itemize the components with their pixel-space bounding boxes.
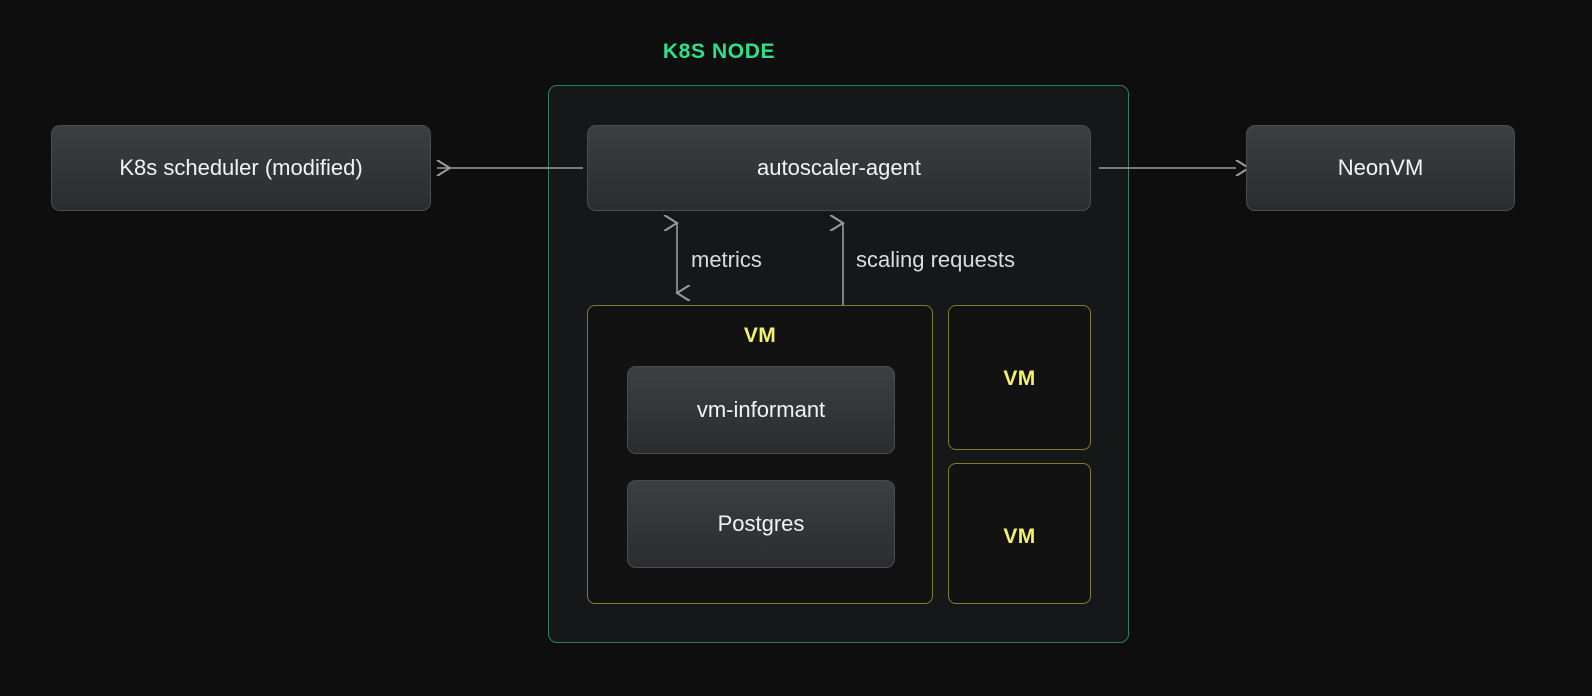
neonvm-label: NeonVM — [1337, 155, 1424, 180]
autoscaler-agent-label: autoscaler-agent — [757, 155, 921, 180]
vm-informant-box[interactable]: vm-informant — [627, 366, 895, 454]
vm-third-label: VM — [1003, 525, 1036, 548]
vm-second-label: VM — [1003, 367, 1036, 390]
k8s-scheduler-box[interactable]: K8s scheduler (modified) — [51, 125, 431, 211]
metrics-arrow-label: metrics — [691, 247, 762, 272]
vm-informant-label: vm-informant — [696, 397, 826, 422]
vm-box-second[interactable] — [948, 305, 1091, 450]
postgres-box[interactable]: Postgres — [627, 480, 895, 568]
scaling-requests-arrow-label: scaling requests — [856, 247, 1015, 272]
vm-main-label: VM — [743, 324, 777, 347]
node-title-text: K8S NODE — [662, 40, 776, 63]
page-title: K8S NODE — [0, 40, 1592, 64]
neonvm-box[interactable]: NeonVM — [1246, 125, 1515, 211]
vm-box-third[interactable] — [948, 463, 1091, 604]
postgres-label: Postgres — [717, 511, 805, 536]
k8s-scheduler-label: K8s scheduler (modified) — [119, 155, 363, 180]
autoscaler-agent-box[interactable]: autoscaler-agent — [587, 125, 1091, 211]
